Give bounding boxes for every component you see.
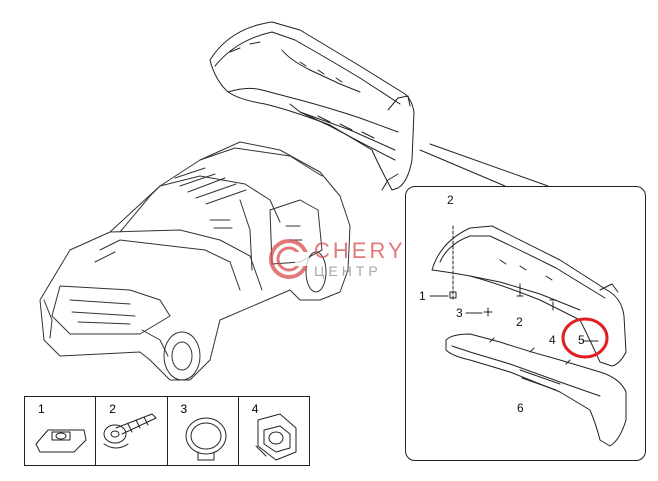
callout-6: 6 [517,401,524,415]
callout-2-bracket: 2 [516,315,523,329]
legend-number: 4 [251,402,259,416]
highlight-circle [561,317,609,359]
detail-fasteners [449,225,557,317]
legend-cell-3: 3 [168,397,239,465]
callout-3: 3 [456,306,463,320]
legend-icons [35,413,297,461]
legend-cell-1: 1 [25,397,97,465]
legend-cell-4: 4 [239,397,309,465]
legend-cell-2: 2 [96,397,168,465]
callout-leaders [429,295,599,342]
logo-c-icon [269,239,309,279]
watermark-main-text: CHERY [314,238,406,263]
parts-legend: 1 2 3 4 [24,396,310,466]
legend-number: 2 [109,402,116,416]
callout-5: 5 [578,333,585,347]
legend-number: 3 [180,402,188,416]
detail-view-frame [405,186,646,461]
watermark-sub-text: ЦЕНТР [314,263,382,279]
watermark-logo: CHERY ЦЕНТР [268,238,406,280]
detail-bumper [431,225,627,447]
rear-bumper-assembly [209,21,415,191]
callout-4: 4 [549,333,556,347]
callout-1: 1 [419,289,426,303]
callout-detail-header: 2 [447,193,454,207]
legend-number: 1 [38,402,45,416]
